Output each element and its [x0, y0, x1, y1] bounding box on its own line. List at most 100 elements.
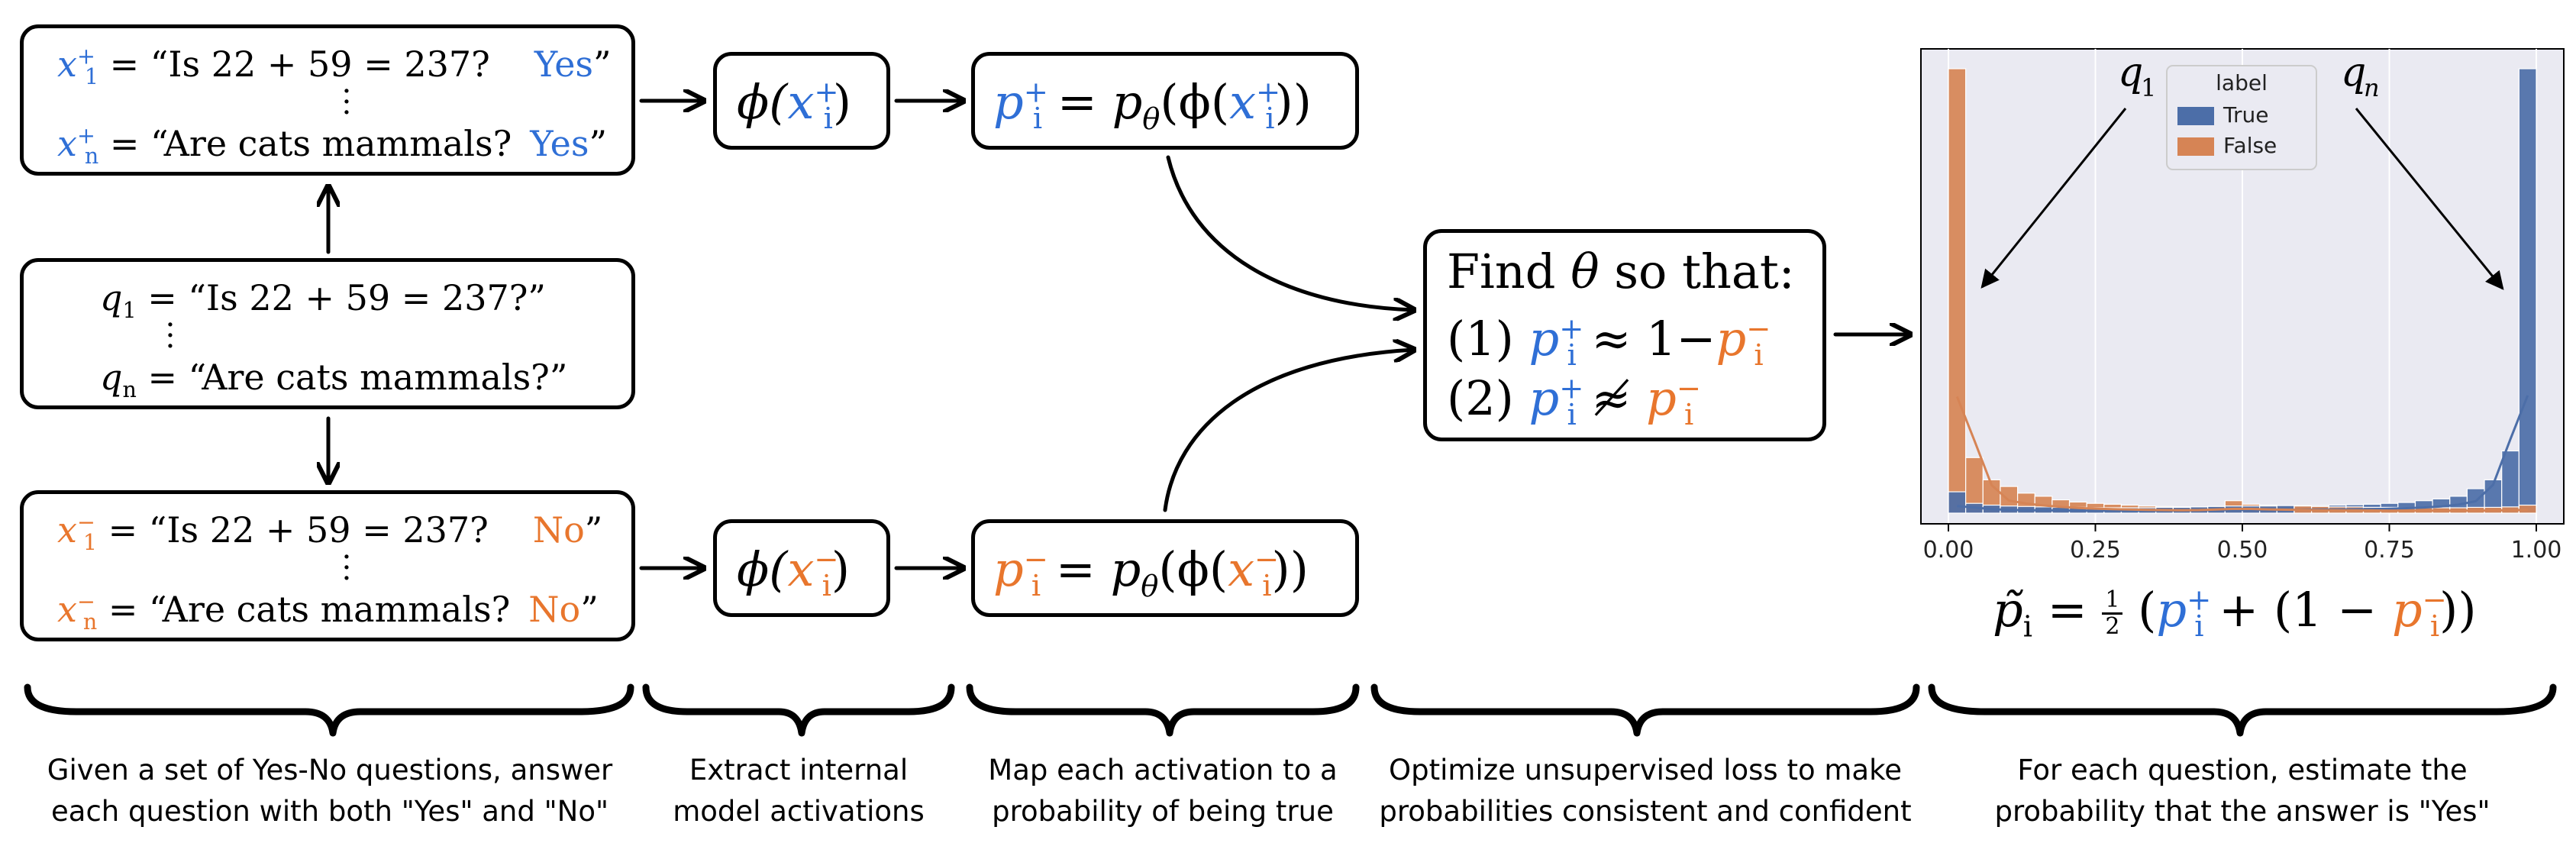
var-x: x [1229, 74, 1257, 130]
prob-negative-box: p−i = pθ(ϕ(x−i)) [971, 519, 1359, 617]
brace-step-1 [24, 683, 634, 737]
sub: i [1031, 569, 1041, 604]
caption-line: Given a set of Yes-No questions, answer [47, 754, 613, 786]
answer-yes: Yes [530, 123, 589, 164]
sup: + [814, 75, 839, 110]
prob-negative-expr: p−i = pθ(ϕ(x−i)) [993, 545, 1309, 601]
caption-step-4: Optimize unsupervised loss to make proba… [1367, 750, 1924, 832]
legend-label-true: True [2223, 102, 2268, 128]
var-x: x [57, 509, 77, 551]
sub: i [1567, 398, 1577, 433]
var-p: p [1528, 370, 1560, 426]
var-q: q [100, 277, 123, 318]
sub: 1 [122, 298, 137, 324]
sub: 1 [82, 530, 98, 556]
var-p: p [2156, 582, 2187, 638]
phi-negative-expr: ϕ(x−i) [737, 545, 850, 601]
phi: ϕ( [737, 541, 788, 597]
caption-line: probability that the answer is "Yes" [1994, 795, 2490, 828]
positive-line-last: x+n = “Are cats mammals?Yes” [57, 123, 607, 167]
title-text: so that: [1599, 244, 1795, 299]
prob-positive-box: p+i = pθ(ϕ(x+i)) [971, 52, 1359, 150]
x-tick-label: 0.25 [2070, 537, 2121, 564]
theta-sub: θ [1141, 569, 1159, 604]
var-p: p [2391, 582, 2423, 638]
theta-sub: θ [1142, 102, 1160, 137]
sub: n [82, 609, 98, 635]
sup: − [1254, 542, 1280, 577]
positive-line-first: x+1 = “Is 22 + 59 = 237?Yes” [57, 44, 612, 88]
equals: = [2032, 582, 2103, 638]
caption-step-2: Extract internal model activations [646, 750, 951, 832]
x-tick-label: 1.00 [2511, 537, 2562, 564]
sup: + [1256, 75, 1281, 110]
caption-line: Map each activation to a [988, 754, 1338, 786]
paren: )) [2439, 582, 2477, 638]
phi-negative-box: ϕ(x−i) [713, 519, 890, 617]
sup: − [814, 542, 839, 577]
sup: + [76, 44, 95, 69]
phi-positive-expr: ϕ(x+i) [737, 78, 851, 134]
sup: + [2187, 583, 2212, 618]
formula-mid: + (1 − [2203, 582, 2392, 638]
bar-true [2501, 450, 2520, 514]
bar-true [1948, 491, 1967, 514]
legend-title: label [2216, 70, 2268, 95]
answer-no: No [528, 589, 581, 630]
brace-step-2 [642, 683, 955, 737]
var-p: p [1646, 370, 1677, 426]
caption-step-3: Map each activation to a probability of … [970, 750, 1356, 832]
objective-box: Find θ so that: (1) p+i ≈ 1−p−i (2) p+i … [1423, 229, 1826, 441]
fraction-denominator: 2 [2105, 613, 2120, 641]
brace-step-3 [966, 683, 1360, 737]
sub: i [1265, 102, 1275, 137]
quote-close: ” [584, 509, 603, 551]
annotation-q1-sub: 1 [2141, 73, 2156, 102]
caption-line: each question with both "Yes" and "No" [51, 795, 608, 828]
sub: i [1684, 398, 1694, 433]
paren: )) [1271, 541, 1309, 597]
legend-swatch-true [2177, 107, 2214, 125]
brace-step-4 [1370, 683, 1920, 737]
question-last: qn = “Are cats mammals?” [100, 357, 568, 401]
question-first: q1 = “Is 22 + 59 = 237?” [100, 277, 546, 321]
var-x: x [787, 541, 815, 597]
sup: + [76, 123, 95, 149]
sub: i [1567, 338, 1577, 373]
approx: ≈ 1− [1576, 311, 1716, 367]
var-x: x [57, 589, 77, 630]
positive-answers-box: x+1 = “Is 22 + 59 = 237?Yes” ··· x+n = “… [20, 24, 635, 176]
sup: + [1023, 75, 1048, 110]
caption-line: Optimize unsupervised loss to make [1389, 754, 1902, 786]
questions-box: q1 = “Is 22 + 59 = 237?” ··· qn = “Are c… [20, 258, 635, 409]
sup: − [76, 589, 95, 615]
answer-no: No [532, 509, 585, 551]
legend-swatch-false [2177, 137, 2214, 156]
objective-condition-2: (2) p+i ≉ p−i [1447, 374, 1701, 430]
phi-open: (ϕ( [1158, 541, 1228, 597]
var-p: p [993, 74, 1024, 130]
var-p: p [993, 541, 1024, 597]
fraction-half: 1 2 [2102, 588, 2123, 641]
annotation-qn: q [2341, 50, 2366, 95]
x-tick-label: 0.50 [2217, 537, 2268, 564]
arrow-prob-neg-to-objective [1163, 350, 1414, 512]
equals: = [1042, 74, 1112, 130]
question-text: = “Are cats mammals?” [136, 357, 568, 398]
var-x: x [787, 74, 815, 130]
annotation-arrow-qn [2355, 108, 2504, 290]
caption-line: model activations [673, 795, 925, 828]
caption-step-1: Given a set of Yes-No questions, answer … [12, 750, 647, 832]
bar-false [1948, 68, 1967, 514]
caption-line: probabilities consistent and confident [1379, 795, 1912, 828]
var-p-tilde: p̃ [1993, 582, 2023, 638]
negative-line-last: x−n = “Are cats mammals?No” [57, 589, 599, 633]
var-x: x [57, 44, 77, 85]
phi-open: (ϕ( [1160, 74, 1230, 130]
question-text: = “Is 22 + 59 = 237? [97, 509, 489, 551]
annotation-arrow-q1 [1980, 108, 2127, 289]
quote-close: ” [580, 589, 599, 630]
sup: − [76, 509, 95, 535]
paren: )) [1274, 74, 1312, 130]
